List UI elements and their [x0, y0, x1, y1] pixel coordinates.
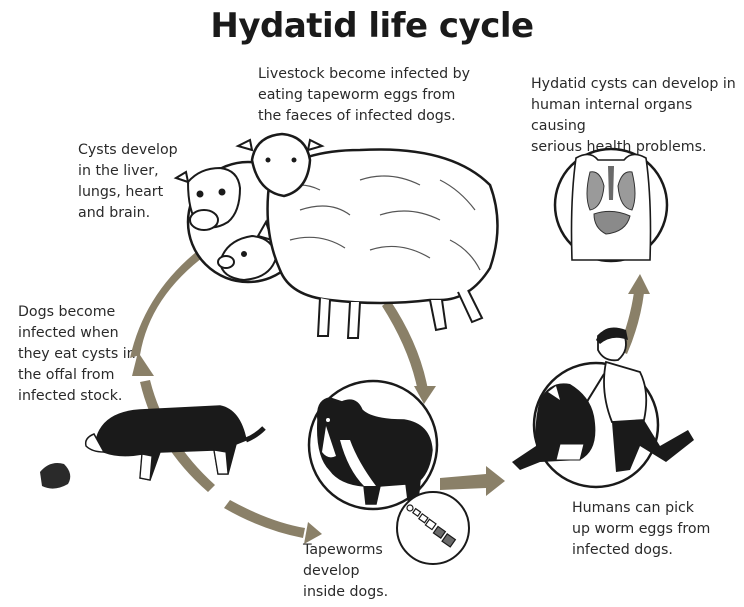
- arrow-head-up-to-human: [628, 274, 650, 294]
- dog-eating-offal-icon: [40, 406, 264, 489]
- arrow-left-upper: [130, 245, 210, 358]
- arrow-sheep-to-dog: [382, 300, 428, 392]
- cattle-icon: [176, 168, 240, 230]
- human-torso-organs-icon: [572, 154, 651, 260]
- arrow-head-bottom-left: [304, 522, 322, 544]
- sheep-icon: [238, 134, 498, 338]
- arrow-bottom-left: [224, 500, 305, 538]
- arrow-bottom-right: [440, 466, 505, 496]
